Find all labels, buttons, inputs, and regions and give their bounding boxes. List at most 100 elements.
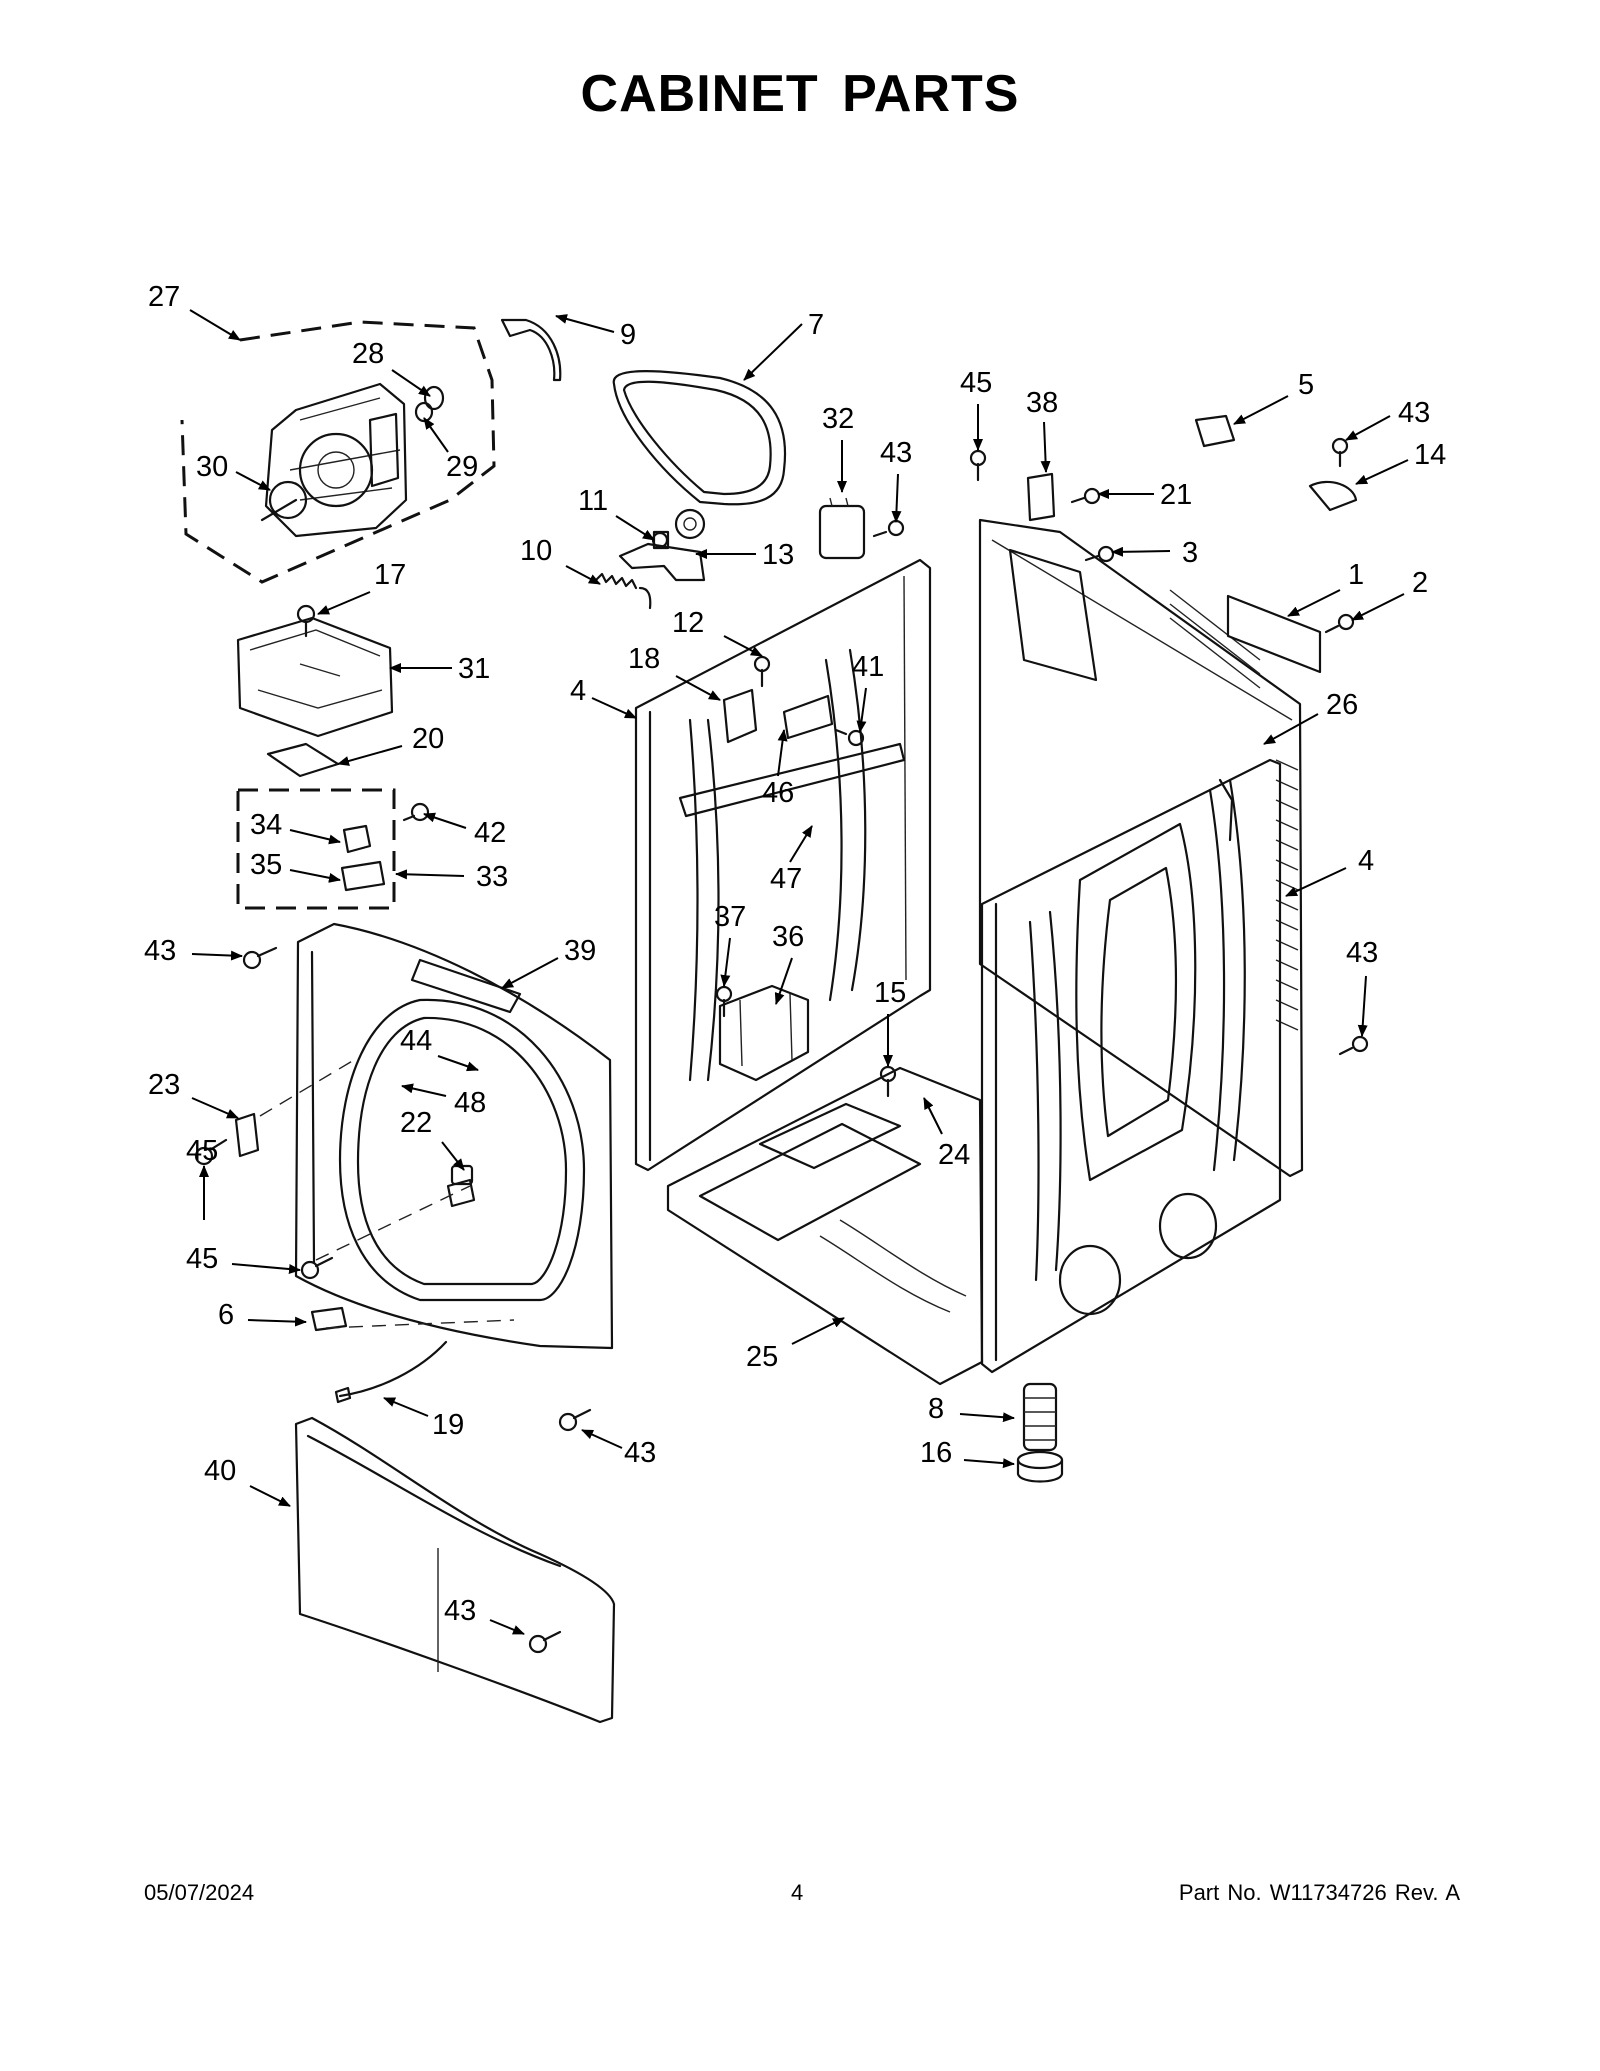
callout-label-c43f: 43 [444, 1595, 476, 1627]
callout-label-c38: 38 [1026, 387, 1058, 419]
leader-arrow-c5 [1233, 395, 1289, 425]
leg-cap [1016, 1450, 1064, 1483]
callout-label-c7: 7 [808, 309, 824, 341]
leader-arrow-c36 [774, 957, 793, 1005]
leader-arrow-c43a [891, 473, 902, 523]
callout-label-c41: 41 [852, 651, 884, 683]
leader-arrow-c25 [791, 1317, 845, 1345]
leader-arrow-c22 [441, 1141, 465, 1171]
control-bracket-18 [722, 688, 758, 744]
callout-label-c4b: 4 [1358, 845, 1374, 877]
callout-label-c23: 23 [148, 1069, 180, 1101]
callout-label-c11: 11 [578, 485, 608, 517]
leader-arrow-c8 [959, 1412, 1015, 1423]
callout-label-c43e: 43 [624, 1437, 656, 1469]
leader-arrow-c4b [1285, 867, 1347, 897]
callout-label-c45c: 45 [186, 1135, 218, 1167]
footer-page-number: 4 [791, 1880, 804, 1905]
callout-label-c29: 29 [446, 451, 478, 483]
leader-arrow-c12 [723, 635, 763, 657]
leveling-leg [1022, 1382, 1058, 1452]
motor-mount [236, 616, 394, 738]
callout-label-c48: 48 [454, 1087, 486, 1119]
wire-harness-19 [334, 1340, 448, 1404]
clip-5 [1194, 414, 1236, 448]
leader-arrow-c10 [565, 565, 601, 585]
callout-label-c43c: 43 [144, 935, 176, 967]
callout-label-c37: 37 [714, 901, 746, 933]
callout-label-c28: 28 [352, 338, 384, 370]
callout-label-c34: 34 [250, 809, 282, 841]
top-bracket-38 [1026, 472, 1056, 522]
leader-arrow-c1 [1287, 589, 1341, 617]
callout-label-c12: 12 [672, 607, 704, 639]
callout-label-c47: 47 [770, 863, 802, 895]
drive-motor [260, 382, 408, 538]
callout-label-c20: 20 [412, 723, 444, 755]
leader-arrow-c43e [581, 1429, 623, 1449]
leader-arrow-c3 [1111, 546, 1171, 557]
rubber-pad [266, 742, 340, 778]
callout-label-c40: 40 [204, 1455, 236, 1487]
callout-label-c36: 36 [772, 921, 804, 953]
leader-arrow-c2 [1351, 593, 1405, 621]
callout-label-c31: 31 [458, 653, 490, 685]
leader-arrow-c4a [591, 697, 637, 719]
belt-bracket [500, 318, 562, 382]
leader-arrow-c39 [501, 957, 559, 989]
leader-arrow-c33 [395, 869, 465, 880]
callout-label-c44: 44 [400, 1025, 432, 1057]
callout-label-c39: 39 [564, 935, 596, 967]
leader-arrow-c17 [317, 591, 371, 615]
callout-label-c17: 17 [374, 559, 406, 591]
leader-arrow-c28 [391, 369, 431, 397]
callout-label-c46: 46 [762, 777, 794, 809]
idler-pulley-assembly [618, 508, 706, 582]
leader-arrow-c41 [856, 687, 867, 733]
door-strike-22 [446, 1178, 476, 1208]
drive-belt [612, 370, 787, 506]
callout-label-c10: 10 [520, 535, 552, 567]
heater-component [718, 984, 810, 1082]
front-panel [294, 922, 614, 1350]
leader-arrow-c43c [191, 950, 243, 961]
leader-arrow-c14 [1355, 459, 1409, 485]
leader-arrow-c19 [383, 1397, 429, 1417]
idler-spring [594, 572, 652, 610]
callout-label-c45a: 45 [960, 367, 992, 399]
callout-label-c43d: 43 [1346, 937, 1378, 969]
motor-capacitor [818, 497, 866, 560]
leader-arrow-c46 [777, 729, 788, 777]
callout-label-c6: 6 [218, 1299, 234, 1331]
callout-label-c19: 19 [432, 1409, 464, 1441]
leader-arrow-c40 [249, 1485, 291, 1507]
leader-arrow-c7 [743, 323, 803, 381]
leader-arrow-c16 [963, 1458, 1015, 1469]
leader-arrow-c43d [1357, 975, 1368, 1037]
hinge-23 [234, 1112, 260, 1158]
leader-arrow-c9 [555, 314, 615, 333]
leader-arrow-c43f [489, 1619, 525, 1635]
leader-arrow-c45b [231, 1263, 301, 1275]
callout-label-c43a: 43 [880, 437, 912, 469]
alignment-lines [259, 1059, 515, 1329]
callout-label-c24: 24 [938, 1139, 970, 1171]
callout-label-c33: 33 [476, 861, 508, 893]
leader-arrow-c18 [675, 675, 721, 701]
callout-label-c22: 22 [400, 1107, 432, 1139]
leader-arrow-c24 [923, 1097, 943, 1135]
callout-label-c13: 13 [762, 539, 794, 571]
page-title: CABINET PARTS [580, 65, 1020, 123]
footer-date: 05/07/2024 [144, 1880, 255, 1905]
callout-label-c18: 18 [628, 643, 660, 675]
leader-arrow-c27 [189, 309, 241, 341]
leader-arrow-c43b [1345, 415, 1391, 441]
callout-label-c4a: 4 [570, 675, 586, 707]
leader-arrow-c47 [789, 825, 813, 863]
callout-label-c30: 30 [196, 451, 228, 483]
motor-pulley [414, 385, 445, 423]
latch-6 [310, 1306, 348, 1332]
leader-arrow-c38 [1040, 421, 1051, 473]
leader-arrow-c48 [401, 1083, 447, 1097]
leader-arrow-c23 [191, 1097, 239, 1119]
